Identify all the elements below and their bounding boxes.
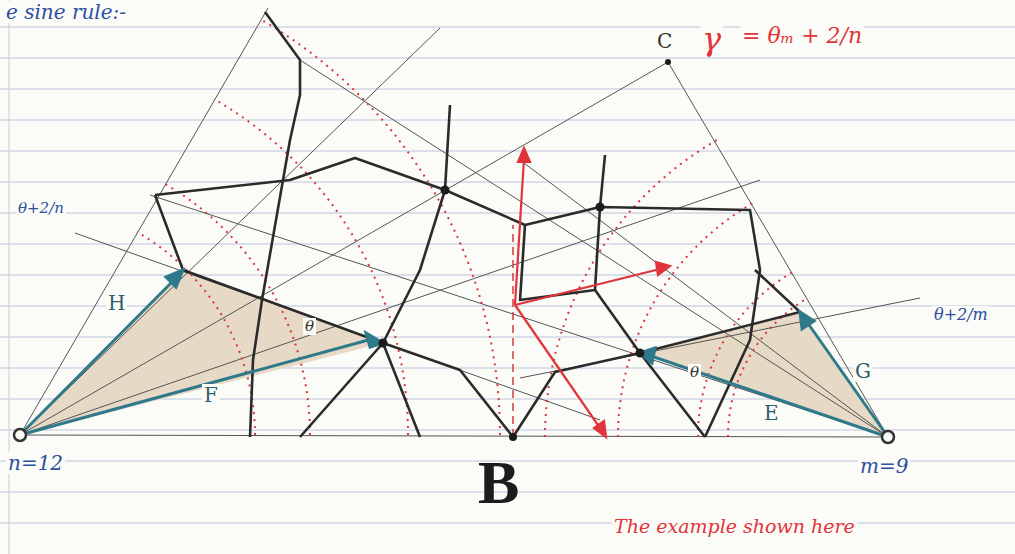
- dashed-axis: [512, 225, 514, 437]
- corner-circles: [14, 429, 894, 443]
- text-label: H: [106, 292, 127, 314]
- shaded-triangle: [20, 270, 383, 435]
- text-label: θ: [688, 364, 701, 381]
- vertex-dots: [379, 59, 672, 441]
- text-label: n=12: [6, 452, 65, 474]
- text-label: C: [655, 30, 674, 52]
- text-label: e sine rule:-: [4, 1, 128, 23]
- text-label: θ: [303, 318, 316, 335]
- text-label: θ+2/n: [16, 200, 66, 217]
- text-label: θ+2/m: [932, 306, 990, 324]
- text-label: m=9: [858, 455, 910, 477]
- construction-lines: [20, 8, 920, 437]
- text-label: The example shown here: [612, 516, 857, 537]
- vector-arrows: [20, 270, 888, 437]
- text-label: = θₘ + 2/n: [740, 24, 864, 48]
- text-label: B: [476, 448, 521, 516]
- text-label: E: [762, 402, 781, 424]
- text-label: G: [853, 360, 873, 382]
- text-label: F: [202, 384, 220, 406]
- paper-rules: [0, 27, 1015, 523]
- red-arrows: [515, 148, 670, 437]
- text-label: γ: [700, 22, 723, 57]
